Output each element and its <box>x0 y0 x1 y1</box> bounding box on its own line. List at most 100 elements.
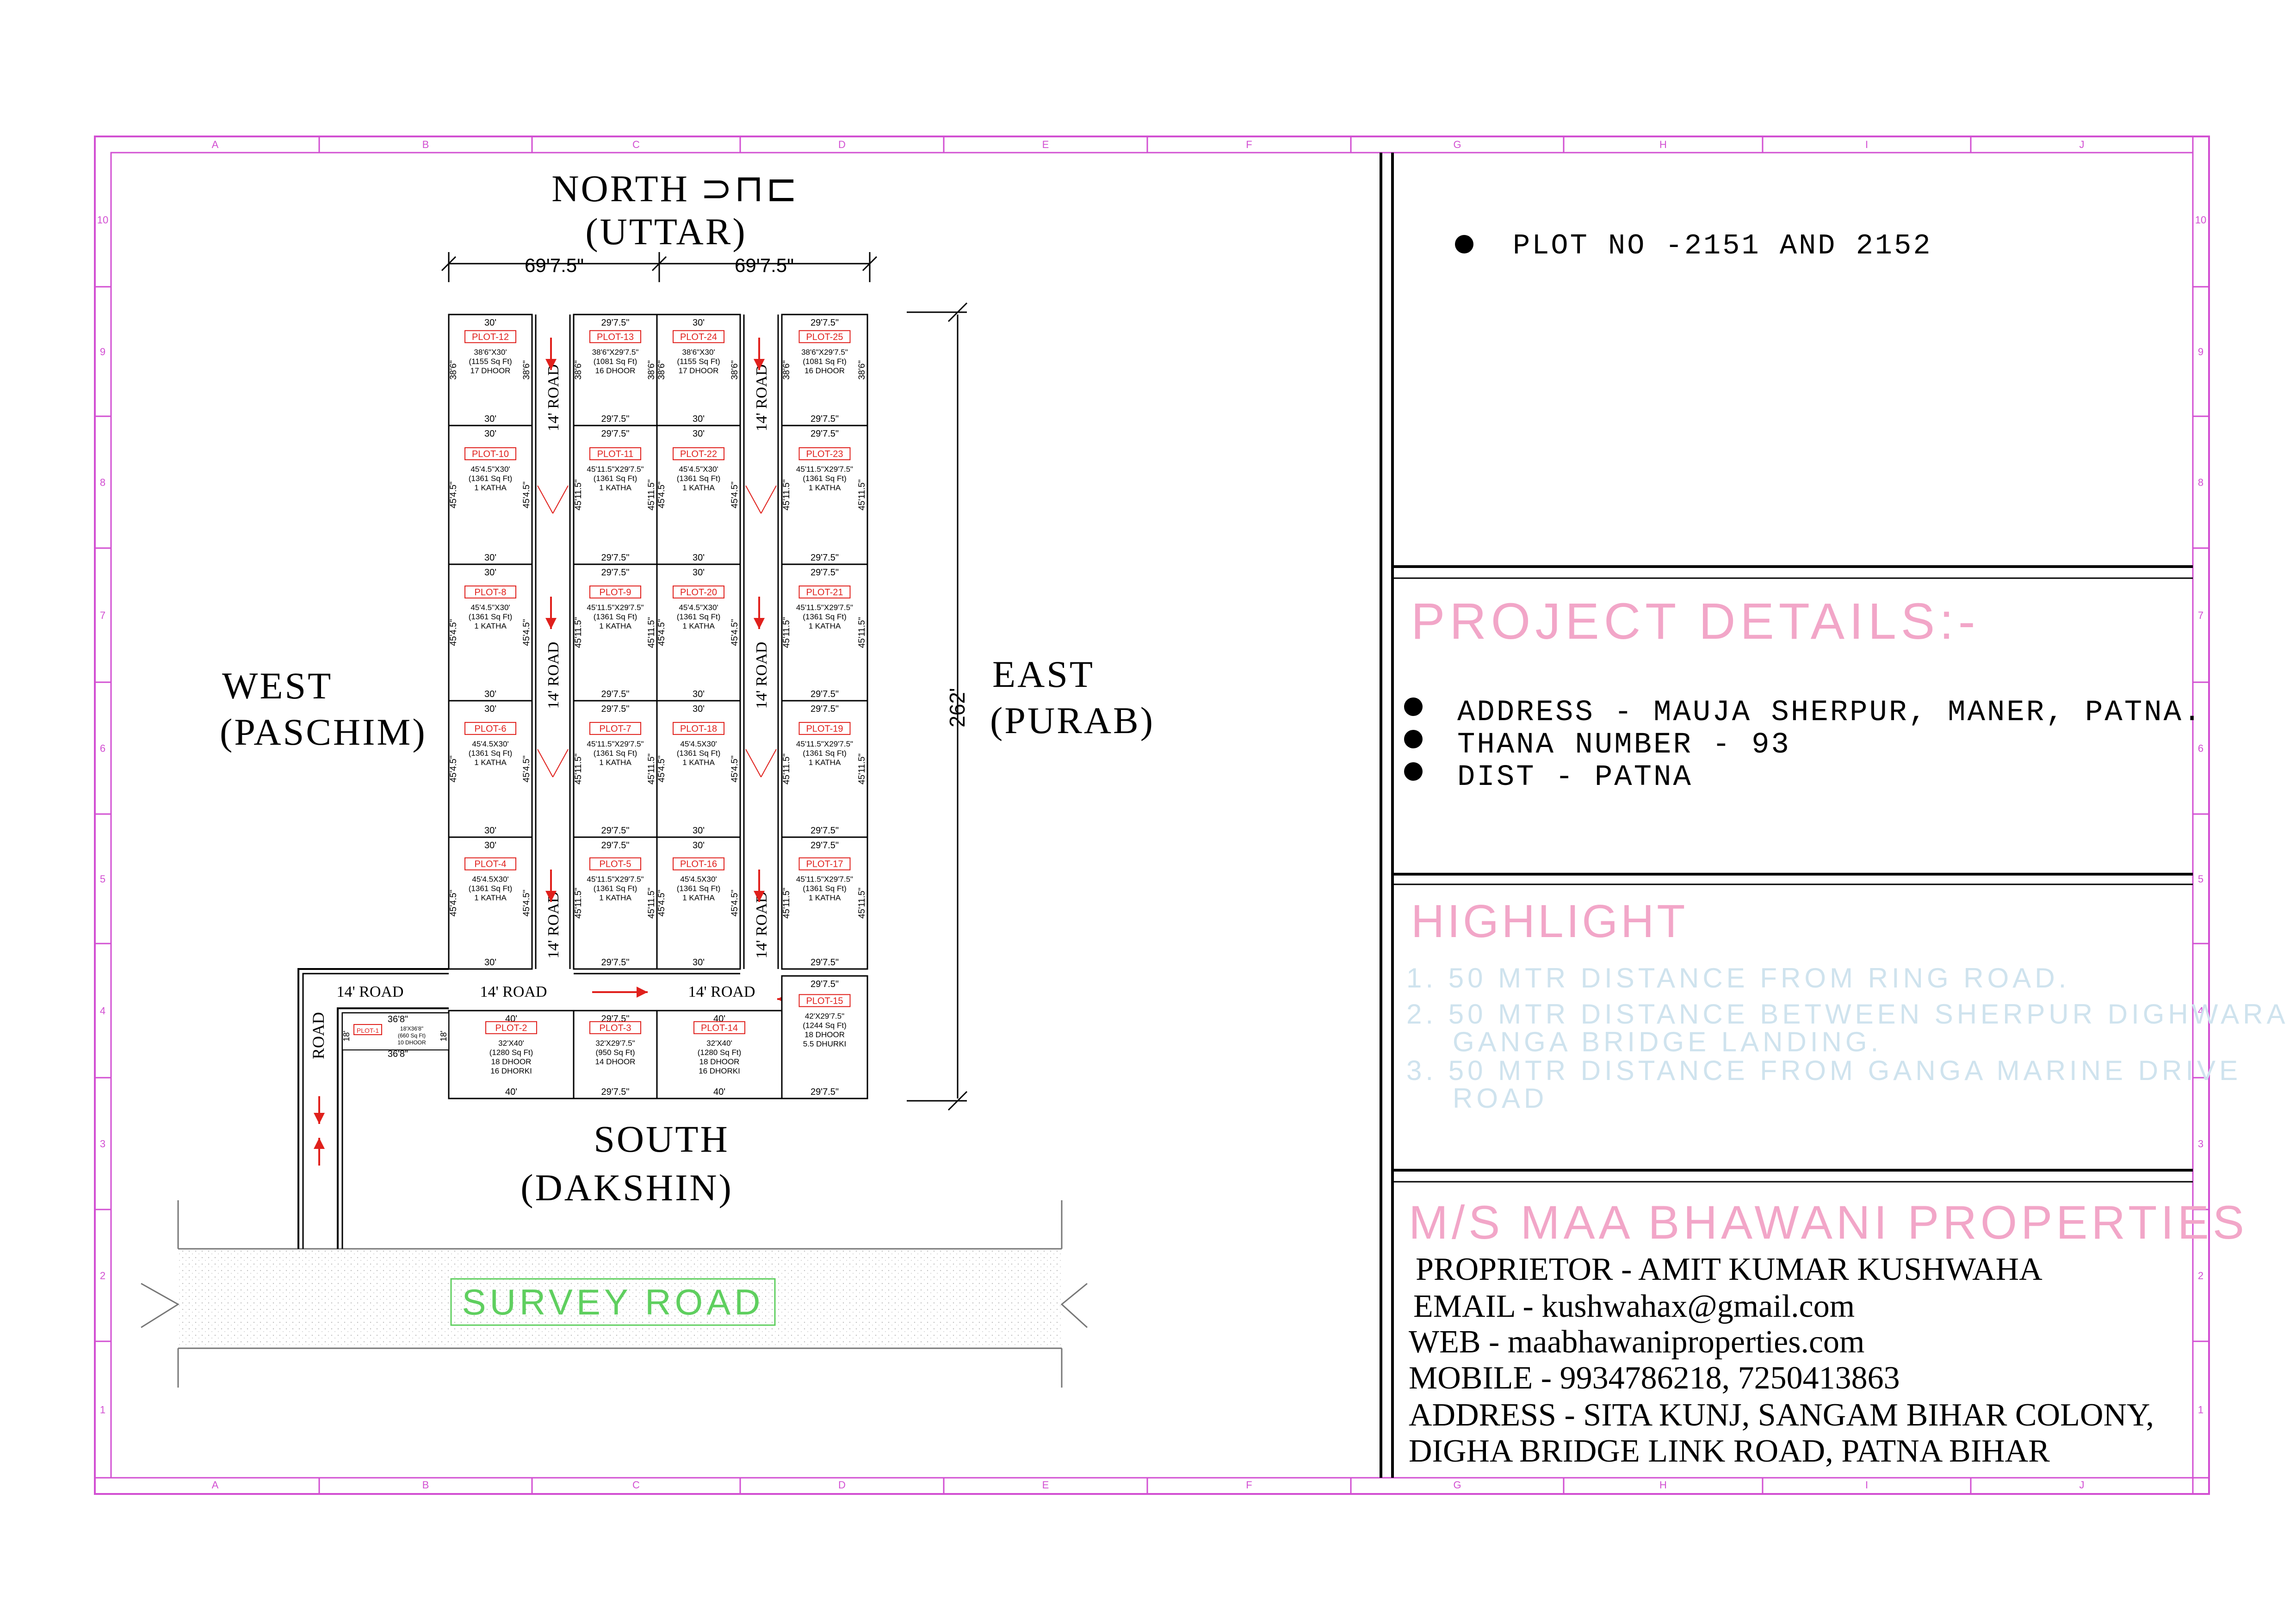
plot-size: 42'X29'7.5" <box>805 1012 844 1020</box>
plot-side-dimension: 45'11.5" <box>782 888 792 919</box>
column-marker-bottom: D <box>838 1479 846 1491</box>
highlight-title: HIGHLIGHT <box>1411 895 1688 947</box>
plot-label: PLOT-3 <box>600 1023 631 1033</box>
plot-bottom-dimension: 30' <box>484 826 496 836</box>
plot-side-dimension: 45'4.5" <box>657 619 667 646</box>
plot-unit: 1 KATHA <box>809 894 841 902</box>
plot-top-dimension: 29'7.5" <box>601 840 630 851</box>
plot-unit: 1 KATHA <box>809 622 841 630</box>
plot-label: PLOT-10 <box>472 449 509 459</box>
plot-top-dimension: 29'7.5" <box>811 840 839 851</box>
plot-label-box <box>589 585 641 599</box>
plot-side-dimension: 45'11.5" <box>857 617 867 648</box>
plot-size: 45'4.5"X30' <box>470 603 510 612</box>
row-marker-right: 3 <box>2198 1138 2203 1150</box>
plot-bottom-dimension: 29'7.5" <box>811 1087 839 1097</box>
row-marker-right: 9 <box>2198 346 2203 358</box>
row-marker-left: 5 <box>100 873 105 885</box>
plot-outline <box>781 975 868 1099</box>
plot-top-dimension: 29'7.5" <box>601 429 630 439</box>
highlight-item-2: 2. 50 MTR DISTANCE BETWEEN SHERPUR DIGHW… <box>1406 999 2289 1030</box>
plot-size: 38'6"X29'7.5" <box>801 348 848 357</box>
plot-side-dimension: 45'4.5" <box>522 481 532 508</box>
plot-side-dimension: 45'4.5" <box>730 481 740 508</box>
highlight-item-3: 3. 50 MTR DISTANCE FROM GANGA MARINE DRI… <box>1406 1055 2242 1086</box>
plot-side-dimension: 38'6" <box>730 360 740 380</box>
row-marker-right: 6 <box>2198 743 2203 754</box>
plot-label: PLOT-6 <box>475 724 507 734</box>
plot-outline <box>448 836 533 970</box>
road-chevron <box>537 749 553 778</box>
plot-size: 45'4.5X30' <box>472 740 508 748</box>
row-marker-right: 7 <box>2198 610 2203 621</box>
plot-label: PLOT-13 <box>597 332 634 342</box>
plot-top-dimension: 30' <box>693 568 705 578</box>
plot-size: 18'X36'8" <box>400 1025 423 1032</box>
column-marker-bottom: C <box>632 1479 640 1491</box>
plot: 29'7.5"29'7.5"PLOT-2145'11.5"X29'7.5"(13… <box>781 563 868 702</box>
row-marker-right: 8 <box>2198 477 2203 488</box>
plot-top-dimension: 29'7.5" <box>811 568 839 578</box>
project-dist: DIST - PATNA <box>1457 761 1693 794</box>
plot-label-box <box>464 585 516 599</box>
column-marker-bottom: H <box>1659 1479 1667 1491</box>
plot-bottom-dimension: 29'7.5" <box>811 689 839 699</box>
plot-label: PLOT-25 <box>806 332 843 342</box>
plot-top-dimension: 29'7.5" <box>601 568 630 578</box>
plot-size: 45'11.5"X29'7.5" <box>796 465 853 474</box>
plot-side-dimension: 18' <box>342 1031 351 1041</box>
sheet-border <box>94 136 2210 1495</box>
plot-bottom-dimension: 29'7.5" <box>811 957 839 968</box>
plot-side-dimension: 38'6" <box>522 360 532 380</box>
internal-road-label: 14' ROAD <box>753 642 770 709</box>
plot-side-dimension: 45'11.5" <box>782 753 792 784</box>
plot-label: PLOT-1 <box>357 1027 379 1034</box>
plot-label: PLOT-19 <box>806 724 843 734</box>
row-marker-left: 6 <box>100 743 105 754</box>
row-marker-left: 1 <box>100 1404 105 1416</box>
plot-outline <box>573 563 658 702</box>
plot-top-dimension: 29'7.5" <box>601 318 630 328</box>
column-marker-bottom: A <box>212 1479 219 1491</box>
row-marker-right: 1 <box>2198 1404 2203 1416</box>
plot: 29'7.5"29'7.5"PLOT-745'11.5"X29'7.5"(136… <box>573 700 658 838</box>
plot-top-dimension: 30' <box>484 704 496 714</box>
dimension-top-left: 69'7.5" <box>525 254 584 276</box>
plot-side-dimension: 38'6" <box>449 360 458 380</box>
plot-unit: 18 DHOOR <box>805 1030 845 1039</box>
plot-label-box <box>673 447 724 460</box>
plot-label-box <box>673 585 724 599</box>
plot-side-dimension: 45'4.5" <box>522 890 532 917</box>
column-marker-top: C <box>632 139 640 150</box>
plot-area: (1361 Sq Ft) <box>803 884 847 893</box>
column-marker-top: B <box>422 139 429 150</box>
plot-side-dimension: 45'4.5" <box>449 481 458 508</box>
plot-unit-secondary: 5.5 DHURKI <box>803 1039 847 1048</box>
plot-top-dimension: 40' <box>505 1014 517 1024</box>
plot: 30'30'PLOT-845'4.5"X30'(1361 Sq Ft)1 KAT… <box>448 563 533 702</box>
plot-unit: 1 KATHA <box>599 622 631 630</box>
plot-area: (1081 Sq Ft) <box>803 357 847 366</box>
plot-outline <box>781 425 868 565</box>
plot-side-dimension: 45'11.5" <box>782 617 792 648</box>
plot: 30'30'PLOT-645'4.5X30'(1361 Sq Ft)1 KATH… <box>448 700 533 838</box>
plot-label-box <box>353 1024 382 1035</box>
plot: 29'7.5"29'7.5"PLOT-2538'6"X29'7.5"(1081 … <box>781 314 868 426</box>
plot-area: (1361 Sq Ft) <box>594 612 637 621</box>
plot-top-dimension: 30' <box>693 429 705 439</box>
plot-label: PLOT-2 <box>495 1023 527 1033</box>
plot-number-title: PLOT NO -2151 AND 2152 <box>1513 229 1932 262</box>
plot: 29'7.5"29'7.5"PLOT-545'11.5"X29'7.5"(136… <box>573 836 658 970</box>
plot-bottom-dimension: 29'7.5" <box>601 1087 630 1097</box>
plot-bottom-dimension: 29'7.5" <box>811 553 839 563</box>
plot-area: (1361 Sq Ft) <box>469 612 513 621</box>
plot: 29'7.5"29'7.5"PLOT-1338'6"X29'7.5"(1081 … <box>573 314 658 426</box>
column-marker-top: E <box>1042 139 1049 150</box>
plot-outline <box>573 425 658 565</box>
plot-top-dimension: 29'7.5" <box>601 1014 630 1024</box>
